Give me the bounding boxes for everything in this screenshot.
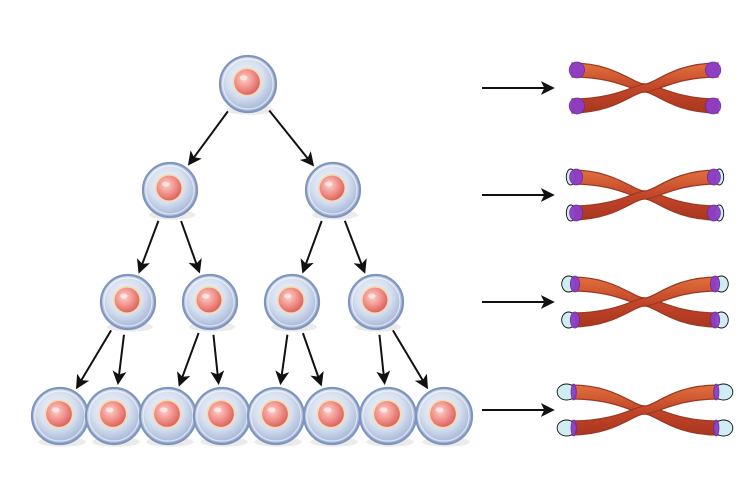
telomere <box>561 311 580 329</box>
cell-gen4-2 <box>84 386 144 447</box>
division-arrow-gen2-1-1 <box>136 220 160 274</box>
cell-gen4-6 <box>302 386 362 447</box>
division-arrows <box>75 109 429 390</box>
division-arrow-gen3-2-1 <box>177 332 200 387</box>
cell-gen4-5 <box>246 386 306 447</box>
cell-gen4-4 <box>192 386 252 447</box>
division-arrow-gen3-2-2 <box>210 334 225 385</box>
chromosome-gen3 <box>561 275 729 329</box>
telomere <box>568 97 586 115</box>
nucleus <box>276 285 306 315</box>
cell-gen4-7 <box>358 386 418 447</box>
telomere <box>556 383 577 401</box>
nucleus <box>44 399 74 429</box>
telomere <box>565 204 584 222</box>
cell-gen2-1 <box>141 161 199 220</box>
cell-gen3-2 <box>181 273 239 332</box>
division-arrow-gen1-1-1 <box>187 110 229 166</box>
telomere <box>704 97 722 115</box>
cell-division-tree <box>30 54 474 447</box>
nucleus <box>152 399 182 429</box>
division-arrow-gen2-2-2 <box>343 220 367 274</box>
nucleus <box>206 399 236 429</box>
telomere <box>713 383 734 401</box>
division-arrow-gen3-1-2 <box>112 334 127 386</box>
nucleus <box>194 285 224 315</box>
cell-gen4-1 <box>30 386 90 447</box>
cell-gen3-3 <box>263 273 321 332</box>
division-arrow-gen3-4-2 <box>392 329 429 390</box>
generation-arrows <box>482 81 555 417</box>
nucleus <box>154 173 184 203</box>
telomere <box>556 419 577 437</box>
nucleus <box>260 399 290 429</box>
telomere <box>561 275 580 293</box>
nucleus <box>317 173 347 203</box>
nucleus <box>316 399 346 429</box>
nucleus <box>98 399 128 429</box>
nucleus <box>428 399 458 429</box>
division-arrow-gen3-4-1 <box>376 334 391 385</box>
nucleus <box>372 399 402 429</box>
chromosome-gen1 <box>568 61 722 115</box>
telomere <box>704 61 722 79</box>
telomere <box>710 275 729 293</box>
nucleus <box>112 285 142 315</box>
telomere <box>713 419 734 437</box>
telomere <box>706 204 725 222</box>
division-arrow-gen3-3-2 <box>301 332 324 387</box>
telomere <box>706 168 725 186</box>
cell-gen4-3 <box>138 386 198 447</box>
division-arrow-gen2-2-1 <box>300 220 323 274</box>
cell-gen4-8 <box>414 386 474 447</box>
chromatid <box>571 62 719 114</box>
chromosome-column <box>556 61 734 437</box>
telomere <box>710 311 729 329</box>
division-arrow-gen3-1-1 <box>75 329 112 390</box>
nucleus <box>360 285 390 315</box>
cell-gen3-1 <box>99 273 157 332</box>
division-arrow-gen1-1-2 <box>268 109 315 167</box>
telomere <box>568 61 586 79</box>
telomere <box>565 168 584 186</box>
cell-gen3-4 <box>347 273 405 332</box>
division-arrow-gen2-1-2 <box>180 220 202 274</box>
cell-gen2-2 <box>304 161 362 220</box>
chromosome-gen4 <box>556 383 734 437</box>
nucleus <box>232 67 262 97</box>
chromosome-gen2 <box>565 168 725 222</box>
division-arrow-gen3-3-1 <box>275 334 290 386</box>
cell-gen1-1 <box>218 54 278 115</box>
